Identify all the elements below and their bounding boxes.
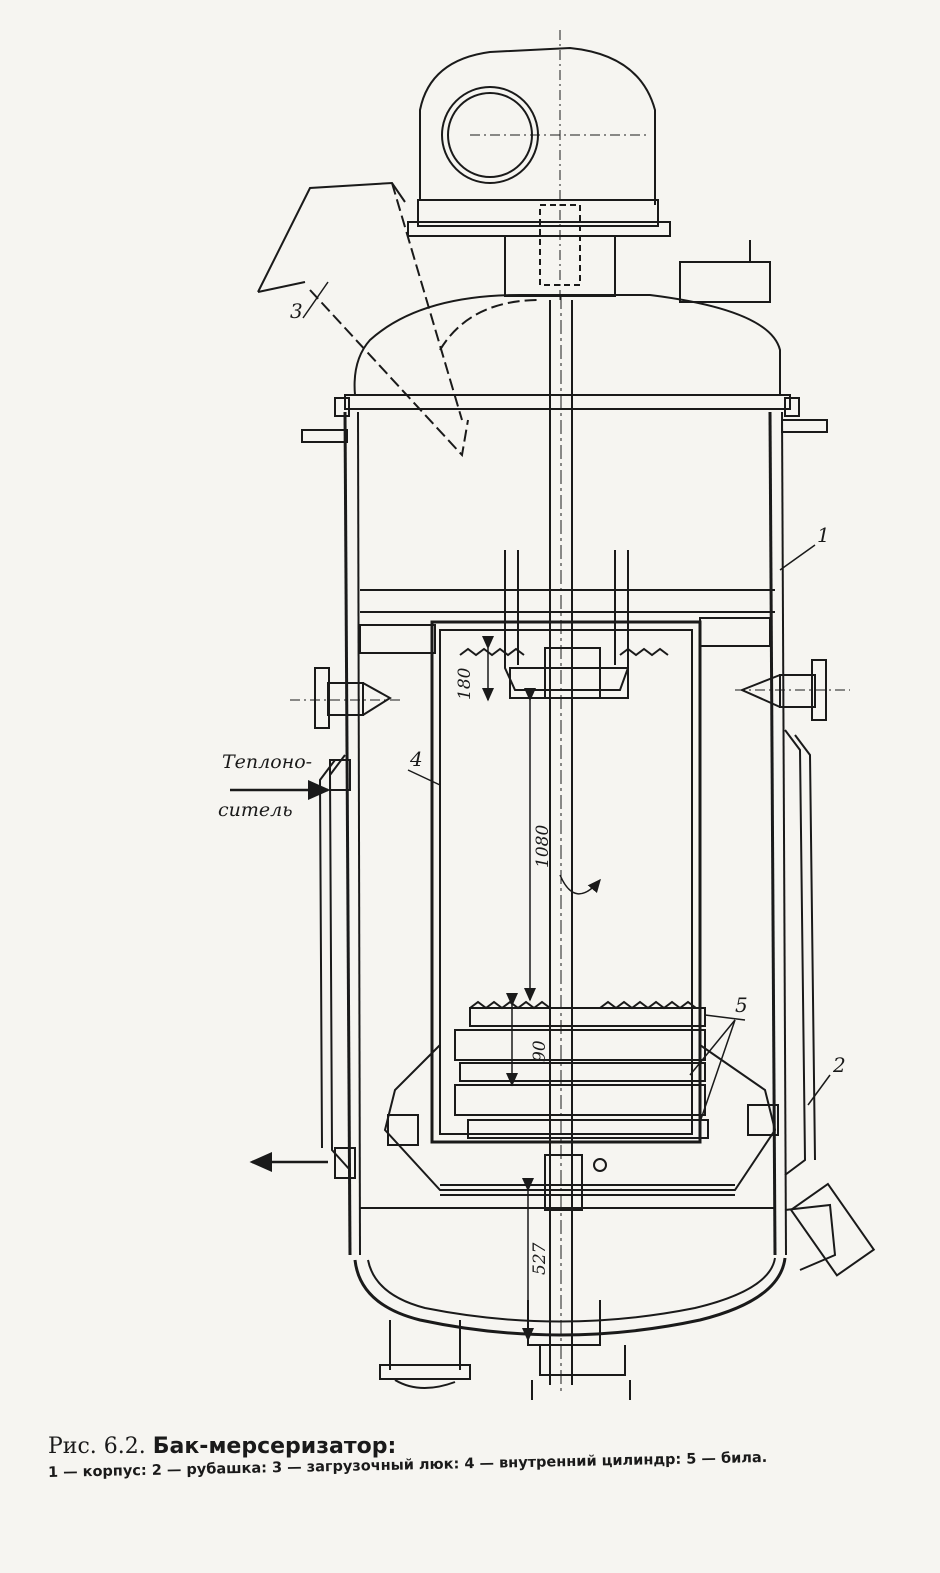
dimension-90: 90	[530, 1040, 550, 1062]
tank-shell	[301, 411, 828, 1337]
figure-caption: Рис. 6.2. Бак-мерсеризатор: 1 — корпус: …	[48, 1432, 918, 1484]
caption-title: Бак-мерсеризатор:	[152, 1434, 397, 1459]
heat-carrier-label-line2: ситель	[218, 799, 293, 821]
bottom-outlet	[379, 1320, 471, 1390]
label-beaters: 5	[735, 993, 748, 1017]
drive-motor	[407, 30, 671, 300]
inner-cylinder	[359, 617, 779, 1196]
caption-title-line: Рис. 6.2. Бак-мерсеризатор:	[48, 1432, 918, 1462]
label-hatch: 3	[290, 299, 303, 323]
label-jacket: 2	[832, 1053, 846, 1077]
heat-carrier-label-line1: Теплоно-	[222, 751, 312, 773]
dimension-1080: 1080	[533, 825, 553, 868]
side-nozzles	[290, 659, 876, 1277]
label-inner-cylinder: 4	[409, 747, 423, 771]
loading-hatch	[257, 181, 541, 458]
tank-diagram: 1 2 3 4 5 180 1080 90 527 Теплоно- сител…	[218, 30, 876, 1400]
label-leaders	[302, 281, 831, 1106]
top-lid	[334, 240, 800, 417]
label-body: 1	[817, 523, 830, 547]
flow-arrows	[230, 780, 331, 1172]
caption-prefix: Рис. 6.2.	[48, 1434, 146, 1459]
dimension-527: 527	[530, 1242, 550, 1275]
dimension-lines	[482, 636, 601, 1342]
shaft	[504, 295, 631, 1400]
jacket	[318, 729, 816, 1179]
dimension-180: 180	[455, 667, 475, 700]
